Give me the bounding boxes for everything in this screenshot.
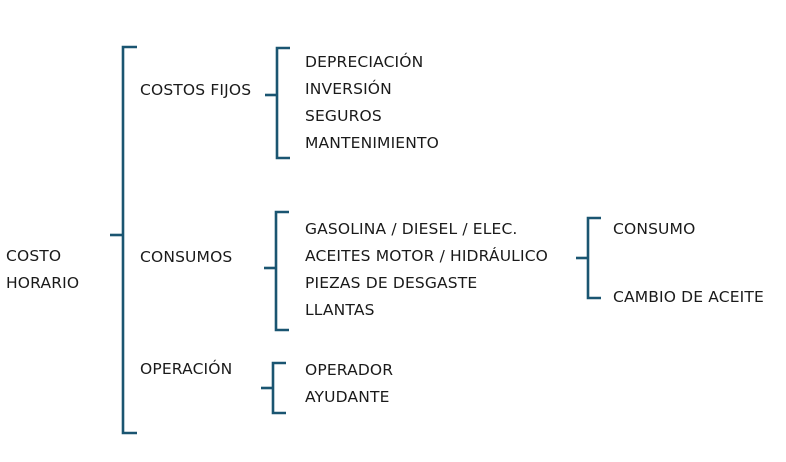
list-item: GASOLINA / DIESEL / ELEC. [305,220,518,238]
item-list-costos-fijos: DEPRECIACIÓN INVERSIÓN SEGUROS MANTENIMI… [305,54,439,152]
list-item: OPERADOR [305,361,394,379]
list-item: LLANTAS [305,301,375,319]
list-item: SEGUROS [305,107,382,125]
subitem-list-consumos: CONSUMO CAMBIO DE ACEITE [613,221,764,306]
category-label: CONSUMOS [140,248,233,266]
list-item: DEPRECIACIÓN [305,53,424,71]
brace-consumos-sub [576,216,601,300]
sub-list-item: CAMBIO DE ACEITE [613,288,764,306]
category-consumos: CONSUMOS [140,249,232,266]
root-label-line-2: HORARIO [6,274,80,292]
category-operacion: OPERACIÓN [140,361,232,378]
list-item: AYUDANTE [305,388,390,406]
brace-operacion [261,361,286,415]
brace-consumos [264,210,289,332]
category-costos-fijos: COSTOS FIJOS [140,82,251,99]
list-item: PIEZAS DE DESGASTE [305,274,478,292]
root-label-line-1: COSTO [6,247,62,265]
item-list-consumos: GASOLINA / DIESEL / ELEC. ACEITES MOTOR … [305,221,548,319]
list-item: MANTENIMIENTO [305,134,439,152]
list-item: ACEITES MOTOR / HIDRÁULICO [305,247,549,265]
brace-root [110,45,137,435]
category-label: COSTOS FIJOS [140,81,252,99]
brace-costos-fijos [265,46,290,160]
list-item: INVERSIÓN [305,80,392,98]
root-node: COSTO HORARIO [6,248,79,292]
sub-list-item: CONSUMO [613,220,696,238]
item-list-operacion: OPERADOR AYUDANTE [305,362,393,406]
category-label: OPERACIÓN [140,360,233,378]
